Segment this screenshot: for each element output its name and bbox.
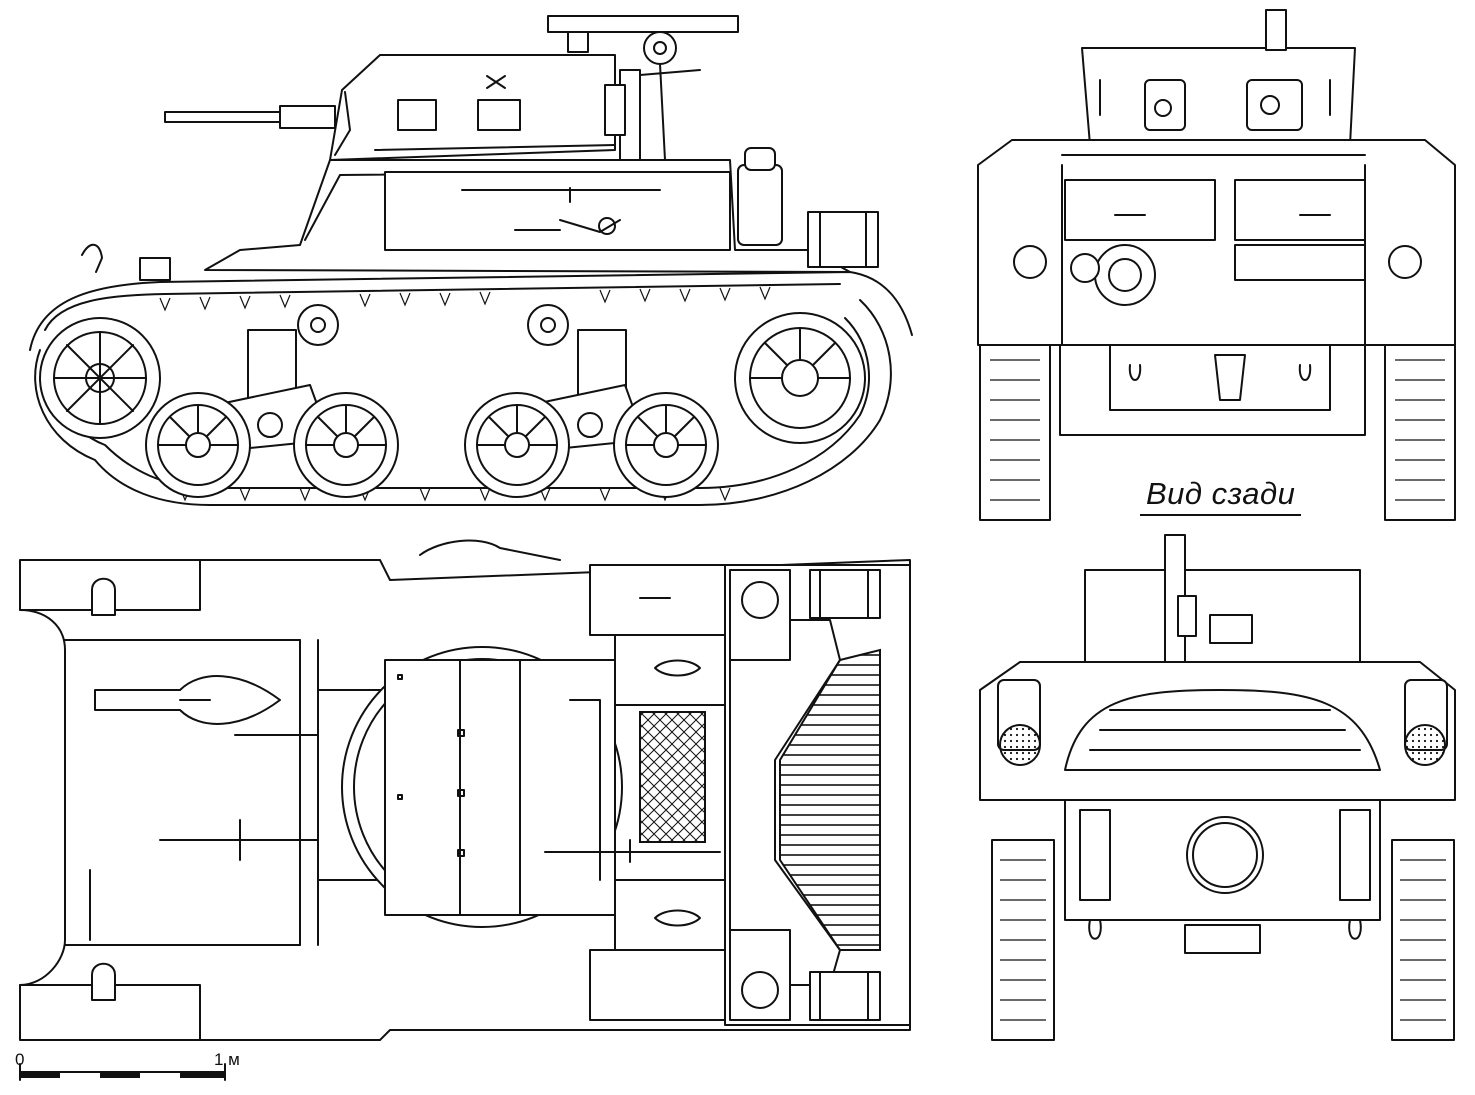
scale-label-one-meter: 1 м bbox=[214, 1050, 240, 1069]
side-view-drawing bbox=[29, 15, 913, 506]
rear-view-caption: Вид сзади bbox=[1140, 476, 1302, 516]
rear-view-drawing bbox=[977, 9, 1456, 521]
top-view-drawing bbox=[19, 539, 911, 1041]
scale-bar bbox=[19, 1063, 226, 1081]
front-view-drawing bbox=[979, 534, 1456, 1041]
scale-label-zero: 0 bbox=[15, 1050, 25, 1069]
